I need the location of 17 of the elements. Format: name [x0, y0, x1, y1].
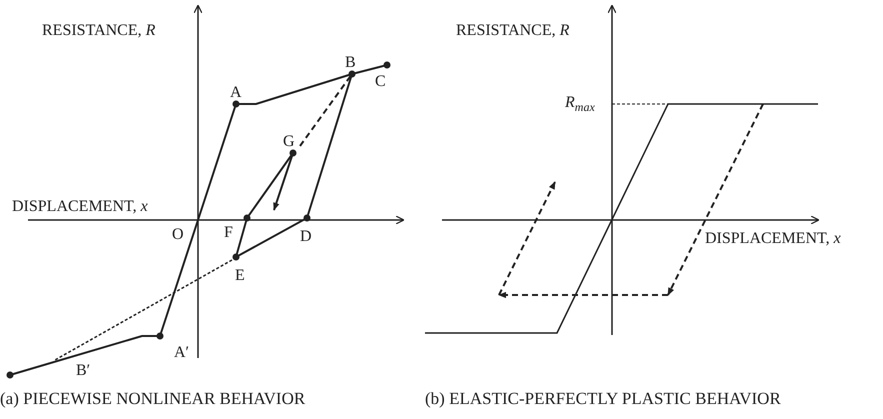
point-label: F: [224, 224, 233, 242]
axis-label: DISPLACEMENT, x: [705, 230, 841, 248]
point-label: E: [235, 267, 245, 285]
axis-label: DISPLACEMENT, x: [12, 198, 148, 216]
axis-label: RESISTANCE, R: [42, 22, 156, 40]
point-label: A′: [174, 344, 190, 362]
point-label: B: [345, 54, 356, 72]
caption: (b) ELASTIC-PERFECTLY PLASTIC BEHAVIOR: [425, 390, 781, 408]
point-label: G: [283, 133, 295, 151]
point-label: B′: [76, 362, 90, 380]
point-label: O: [172, 226, 184, 244]
point-label: C: [375, 73, 386, 91]
axis-label: RESISTANCE, R: [456, 22, 570, 40]
point-label: D: [300, 228, 312, 246]
axis-value-label: R$_{max}$: [565, 94, 595, 116]
caption: (a) PIECEWISE NONLINEAR BEHAVIOR: [0, 390, 306, 408]
point-label: A: [230, 84, 242, 102]
